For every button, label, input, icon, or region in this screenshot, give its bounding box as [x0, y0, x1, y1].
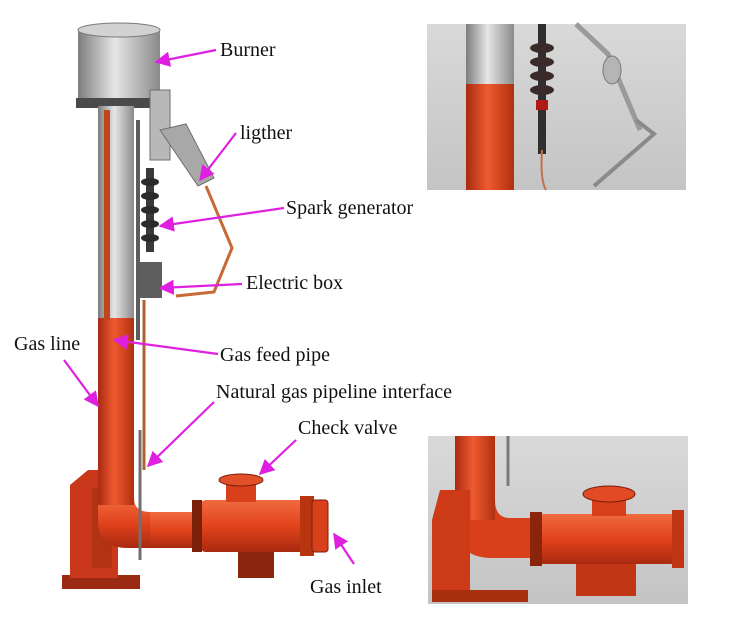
detail-photo-top: [427, 22, 686, 191]
label-gas-line: Gas line: [14, 333, 80, 355]
label-electric-box: Electric box: [246, 272, 343, 294]
label-burner: Burner: [220, 39, 276, 61]
insulator-icon: [530, 24, 554, 154]
upper-column: [98, 106, 134, 320]
burner-drum: [78, 30, 160, 104]
electric-box-arrow: [158, 279, 243, 296]
label-lighter: ligther: [240, 122, 293, 144]
spark-generator-arrow: [158, 206, 285, 232]
pointer-arrows: [63, 48, 355, 565]
lighter: [149, 89, 234, 298]
check-valve-body: [200, 500, 310, 552]
gas-feed-pipe-arrow: [112, 334, 219, 356]
detail-photo-bottom: [428, 436, 688, 604]
check-valve-photo: [530, 485, 684, 596]
check-valve-arrow: [258, 439, 297, 476]
gas-inlet-arrow: [333, 532, 355, 565]
spark-generator: [141, 168, 159, 252]
label-gas-feed-pipe: Gas feed pipe: [220, 344, 330, 366]
label-check-valve: Check valve: [298, 417, 398, 439]
gas-line-arrow: [63, 359, 99, 408]
labels: Burner ligther Spark generator Electric …: [14, 39, 452, 598]
lighter-arrow: [199, 132, 237, 182]
main-equipment-photo: [62, 22, 329, 589]
burner-arrow: [154, 48, 217, 67]
gas-inlet-flange: [311, 499, 329, 553]
electric-box: [140, 262, 162, 298]
natural-gas-interface-arrow: [146, 401, 215, 468]
label-gas-inlet: Gas inlet: [310, 576, 382, 598]
base-plate: [62, 575, 140, 589]
label-spark-generator: Spark generator: [286, 197, 414, 219]
label-natural-gas-interface: Natural gas pipeline interface: [216, 381, 452, 403]
gas-line-column: [98, 318, 134, 508]
